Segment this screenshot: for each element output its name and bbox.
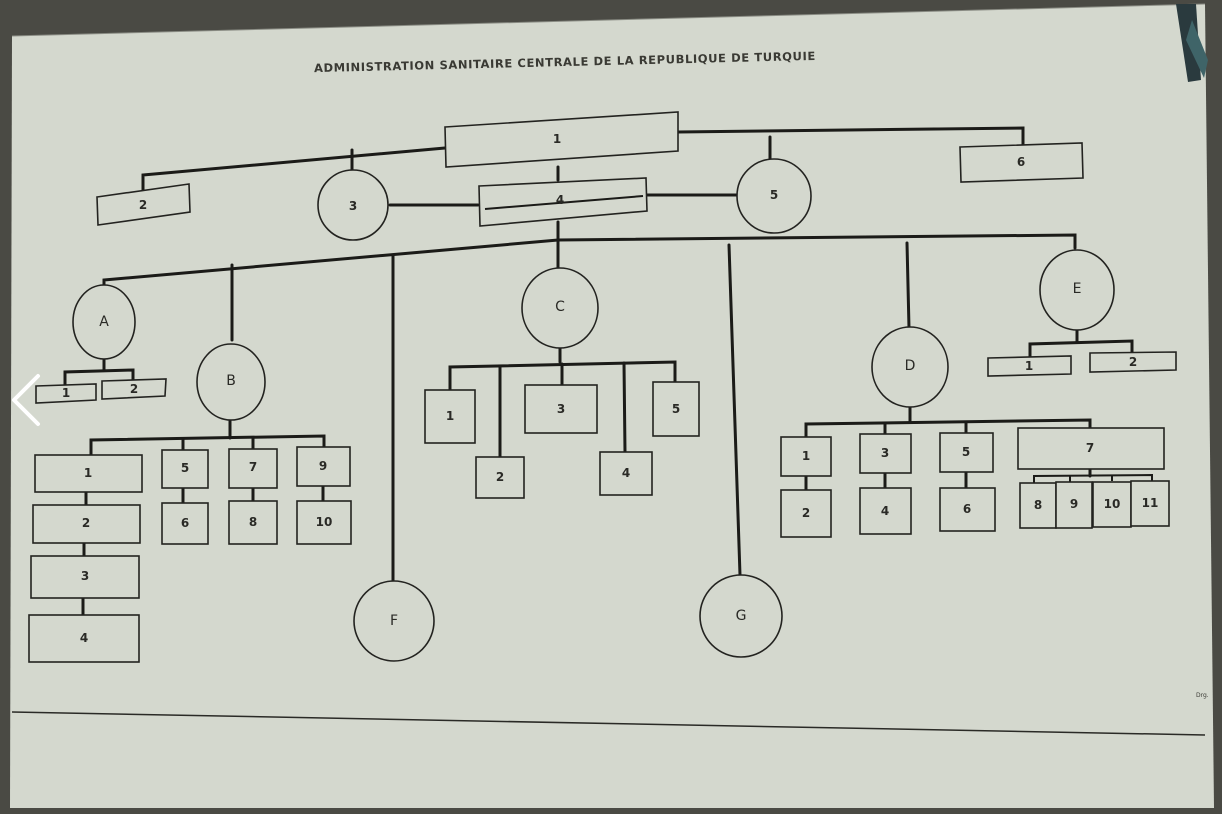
- node-B-3: 3: [30, 555, 140, 599]
- svg-text:C: C: [555, 299, 565, 315]
- svg-text:7: 7: [249, 460, 257, 474]
- node-D-3: 3: [859, 433, 912, 474]
- footer-note: Drg.: [1196, 692, 1209, 699]
- svg-text:2: 2: [1129, 355, 1137, 369]
- node-D-10: 10: [1092, 481, 1132, 528]
- node-B-4: 4: [28, 614, 140, 663]
- svg-text:G: G: [736, 608, 747, 624]
- svg-text:4: 4: [556, 193, 564, 207]
- node-D-6: 6: [939, 487, 996, 532]
- node-C: C: [521, 267, 599, 349]
- svg-text:1: 1: [1025, 359, 1033, 373]
- svg-text:1: 1: [62, 386, 70, 400]
- node-D-5: 5: [939, 432, 994, 473]
- node-top-3: 3: [317, 169, 389, 241]
- svg-text:5: 5: [672, 402, 680, 416]
- node-C-4: 4: [599, 451, 653, 496]
- node-A-1: 1: [35, 383, 97, 404]
- node-top-2: 2: [96, 183, 191, 226]
- chevron-left-icon: [12, 374, 40, 426]
- node-A-2: 2: [101, 378, 167, 400]
- svg-text:6: 6: [963, 502, 971, 516]
- node-D-2: 2: [780, 489, 832, 538]
- svg-text:1: 1: [802, 449, 810, 463]
- node-G: G: [699, 574, 783, 658]
- svg-text:7: 7: [1086, 441, 1094, 455]
- svg-text:3: 3: [881, 446, 889, 460]
- svg-text:4: 4: [622, 466, 630, 480]
- svg-text:A: A: [99, 314, 109, 330]
- node-D-11: 11: [1130, 480, 1170, 527]
- svg-text:11: 11: [1142, 496, 1159, 510]
- node-top-4: 4: [478, 177, 648, 227]
- node-D-8: 8: [1019, 482, 1057, 529]
- svg-text:5: 5: [181, 461, 189, 475]
- svg-text:6: 6: [1017, 155, 1025, 169]
- binder-clip: [1176, 4, 1208, 82]
- svg-text:3: 3: [557, 402, 565, 416]
- prev-image-button[interactable]: [8, 370, 44, 430]
- svg-text:1: 1: [446, 409, 454, 423]
- node-D-1: 1: [780, 436, 832, 477]
- node-E-2: 2: [1089, 351, 1177, 373]
- svg-text:E: E: [1073, 281, 1082, 297]
- node-D-4: 4: [859, 487, 912, 535]
- node-B-7: 7: [228, 448, 278, 489]
- svg-text:2: 2: [139, 198, 147, 212]
- svg-text:8: 8: [249, 515, 257, 529]
- svg-text:1: 1: [553, 132, 561, 146]
- svg-text:10: 10: [316, 515, 333, 529]
- svg-text:2: 2: [82, 516, 90, 530]
- node-B-10: 10: [296, 500, 352, 545]
- node-C-3: 3: [524, 384, 598, 434]
- paper-sheet: [10, 4, 1214, 808]
- node-B-5: 5: [161, 449, 209, 489]
- node-C-2: 2: [475, 456, 525, 499]
- svg-text:5: 5: [962, 445, 970, 459]
- node-top-1: 1: [444, 111, 679, 168]
- node-B-6: 6: [161, 502, 209, 545]
- svg-text:D: D: [905, 358, 916, 374]
- svg-text:F: F: [390, 613, 398, 629]
- svg-text:10: 10: [1104, 497, 1121, 511]
- svg-text:5: 5: [770, 188, 778, 202]
- node-B-8: 8: [228, 500, 278, 545]
- node-B-1: 1: [34, 454, 143, 493]
- svg-text:2: 2: [496, 470, 504, 484]
- node-C-5: 5: [652, 381, 700, 437]
- svg-text:2: 2: [130, 382, 138, 396]
- node-D-9: 9: [1055, 481, 1093, 529]
- svg-text:B: B: [226, 373, 236, 389]
- svg-text:3: 3: [81, 569, 89, 583]
- svg-text:4: 4: [80, 631, 88, 645]
- node-top-5: 5: [736, 158, 812, 234]
- svg-text:9: 9: [1070, 497, 1078, 511]
- node-top-6: 6: [959, 142, 1084, 183]
- node-D: D: [871, 326, 949, 408]
- node-B-2: 2: [32, 504, 141, 544]
- node-B-9: 9: [296, 446, 351, 487]
- svg-text:8: 8: [1034, 498, 1042, 512]
- node-E: E: [1039, 249, 1115, 331]
- paper-fold-line: [11, 711, 1206, 736]
- node-C-1: 1: [424, 389, 476, 444]
- node-A: A: [72, 284, 136, 360]
- svg-text:1: 1: [84, 466, 92, 480]
- svg-text:9: 9: [319, 459, 327, 473]
- node-E-1: 1: [987, 355, 1072, 377]
- node-D-7: 7: [1017, 427, 1165, 470]
- svg-text:6: 6: [181, 516, 189, 530]
- svg-text:2: 2: [802, 506, 810, 520]
- svg-text:4: 4: [881, 504, 889, 518]
- node-F: F: [353, 580, 435, 662]
- node-B: B: [196, 343, 266, 421]
- svg-text:3: 3: [349, 199, 357, 213]
- paper-edge-line: [11, 3, 1206, 37]
